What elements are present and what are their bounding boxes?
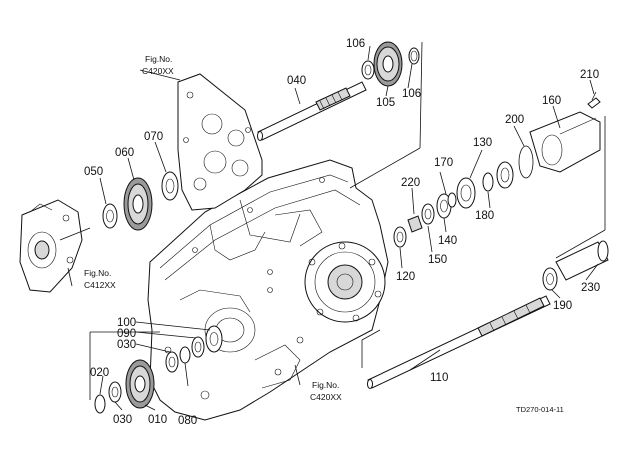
label-105: 105 (376, 97, 395, 109)
label-090: 090 (117, 328, 136, 340)
bearing-030-upper (165, 351, 179, 373)
bearing-090 (191, 336, 205, 358)
collar-080 (179, 346, 191, 364)
bolt-210 (587, 91, 601, 109)
ring-106-right (408, 47, 420, 65)
label-140: 140 (438, 235, 457, 247)
bearing-130 (456, 177, 476, 209)
label-040: 040 (287, 75, 306, 87)
shaft-040 (257, 81, 367, 141)
label-030-upper: 030 (117, 339, 136, 351)
bearing-030-lower (108, 381, 122, 403)
label-020: 020 (90, 367, 109, 379)
bearing-070 (161, 171, 179, 201)
drawing-code: TD270-014-11 (516, 405, 564, 414)
bearing-150 (421, 203, 435, 225)
gear-060 (123, 177, 153, 231)
o-ring-200 (518, 145, 534, 179)
figref-bottom-line2: C420XX (310, 392, 342, 402)
label-120: 120 (396, 271, 415, 283)
ring-106-left (361, 60, 375, 80)
label-100: 100 (117, 317, 136, 329)
ring-170 (447, 192, 457, 208)
bearing-190-lower (542, 267, 558, 291)
cover-160 (529, 111, 601, 173)
label-170: 170 (434, 157, 453, 169)
figref-left: Fig.No. C412XX (84, 268, 116, 290)
shaft-110 (367, 295, 551, 389)
label-106-right: 106 (402, 88, 421, 100)
transmission-case (147, 159, 389, 421)
figref-bottom-line1: Fig.No. (312, 380, 339, 390)
label-150: 150 (428, 254, 447, 266)
leader-lines (59, 41, 606, 411)
ring-020 (94, 394, 106, 414)
figref-top: Fig.No. C420XX (142, 54, 174, 76)
bearing-050 (102, 203, 118, 229)
bearing-190-upper (496, 161, 514, 189)
figref-left-line2: C412XX (84, 280, 116, 290)
upper-gear-housing (177, 73, 263, 211)
figref-bottom: Fig.No. C420XX (310, 380, 342, 402)
figref-top-line1: Fig.No. (145, 54, 172, 64)
label-050: 050 (84, 166, 103, 178)
gear-105 (373, 41, 403, 87)
part-labels: 040 106 105 106 050 060 070 170 220 130 … (84, 38, 600, 427)
label-190: 190 (553, 300, 572, 312)
label-106-top: 106 (346, 38, 365, 50)
gear-010 (125, 359, 155, 409)
label-110: 110 (430, 372, 448, 384)
label-230: 230 (581, 282, 600, 294)
label-060: 060 (115, 147, 134, 159)
collar-180 (482, 172, 494, 192)
label-130: 130 (473, 137, 492, 149)
label-080: 080 (178, 415, 197, 427)
sleeve-230 (555, 240, 609, 281)
figref-left-line1: Fig.No. (84, 268, 111, 278)
bearing-100 (205, 325, 223, 353)
label-220: 220 (401, 177, 420, 189)
label-070: 070 (144, 131, 163, 143)
label-160: 160 (542, 95, 561, 107)
label-010: 010 (148, 414, 167, 426)
bushing-220 (407, 215, 423, 233)
left-housing (19, 199, 83, 293)
label-180: 180 (475, 210, 494, 222)
label-030-lower: 030 (113, 414, 132, 426)
figref-top-line2: C420XX (142, 66, 174, 76)
label-210: 210 (580, 69, 599, 81)
collar-120 (393, 226, 407, 248)
label-200: 200 (505, 114, 524, 126)
